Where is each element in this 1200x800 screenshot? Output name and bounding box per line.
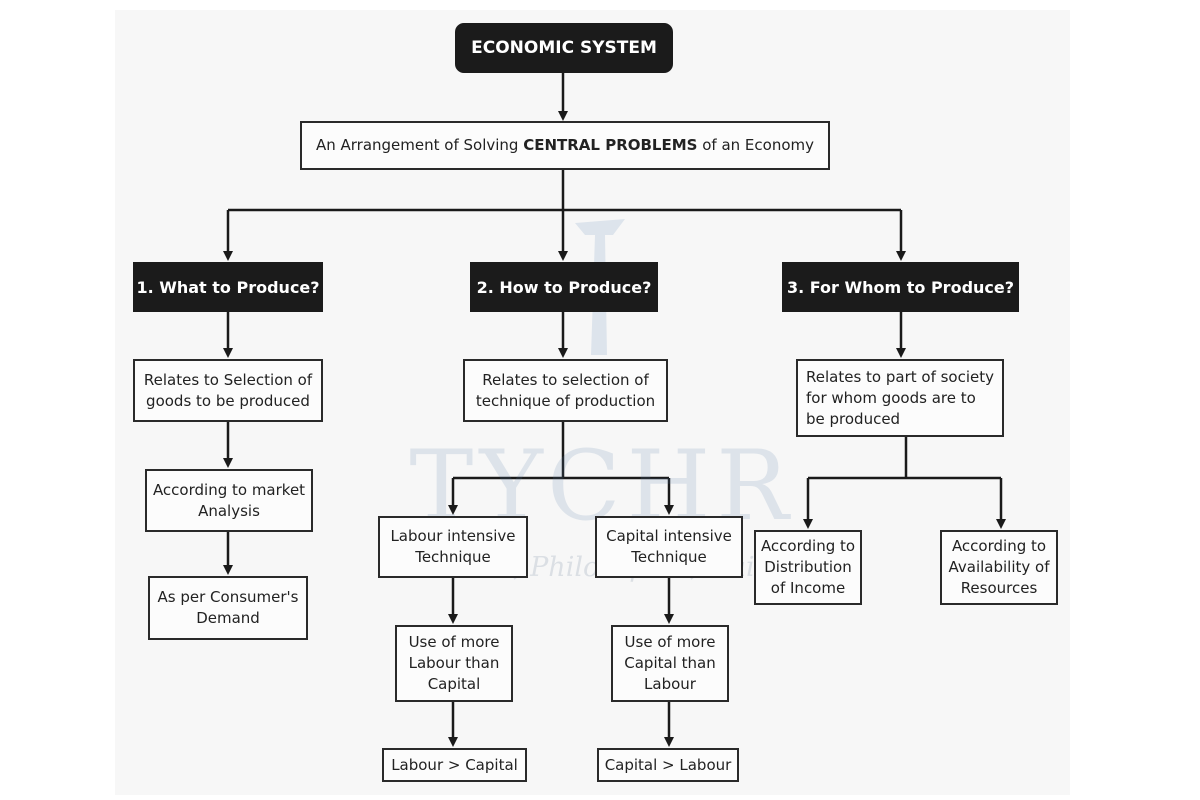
availability-resources-box: According to Availability of Resources — [940, 530, 1058, 605]
definition-box: An Arrangement of Solving CENTRAL PROBLE… — [300, 121, 830, 170]
labour-detail-box: Use of more Labour than Capital — [395, 625, 513, 702]
market-analysis-box: According to market Analysis — [145, 469, 313, 532]
labour-relation-box: Labour > Capital — [382, 748, 527, 782]
heading-what-to-produce: 1. What to Produce? — [133, 262, 323, 312]
capital-intensive-box: Capital intensive Technique — [595, 516, 743, 578]
how-description-box: Relates to selection of technique of pro… — [463, 359, 668, 422]
capital-relation-box: Capital > Labour — [597, 748, 739, 782]
economic-system-title: ECONOMIC SYSTEM — [455, 23, 673, 73]
capital-detail-box: Use of more Capital than Labour — [611, 625, 729, 702]
labour-intensive-box: Labour intensive Technique — [378, 516, 528, 578]
heading-how-to-produce: 2. How to Produce? — [470, 262, 658, 312]
what-description-box: Relates to Selection of goods to be prod… — [133, 359, 323, 422]
consumer-demand-box: As per Consumer's Demand — [148, 576, 308, 640]
distribution-income-box: According to Distribution of Income — [754, 530, 862, 605]
heading-for-whom-to-produce: 3. For Whom to Produce? — [782, 262, 1019, 312]
whom-description-box: Relates to part of society for whom good… — [796, 359, 1004, 437]
